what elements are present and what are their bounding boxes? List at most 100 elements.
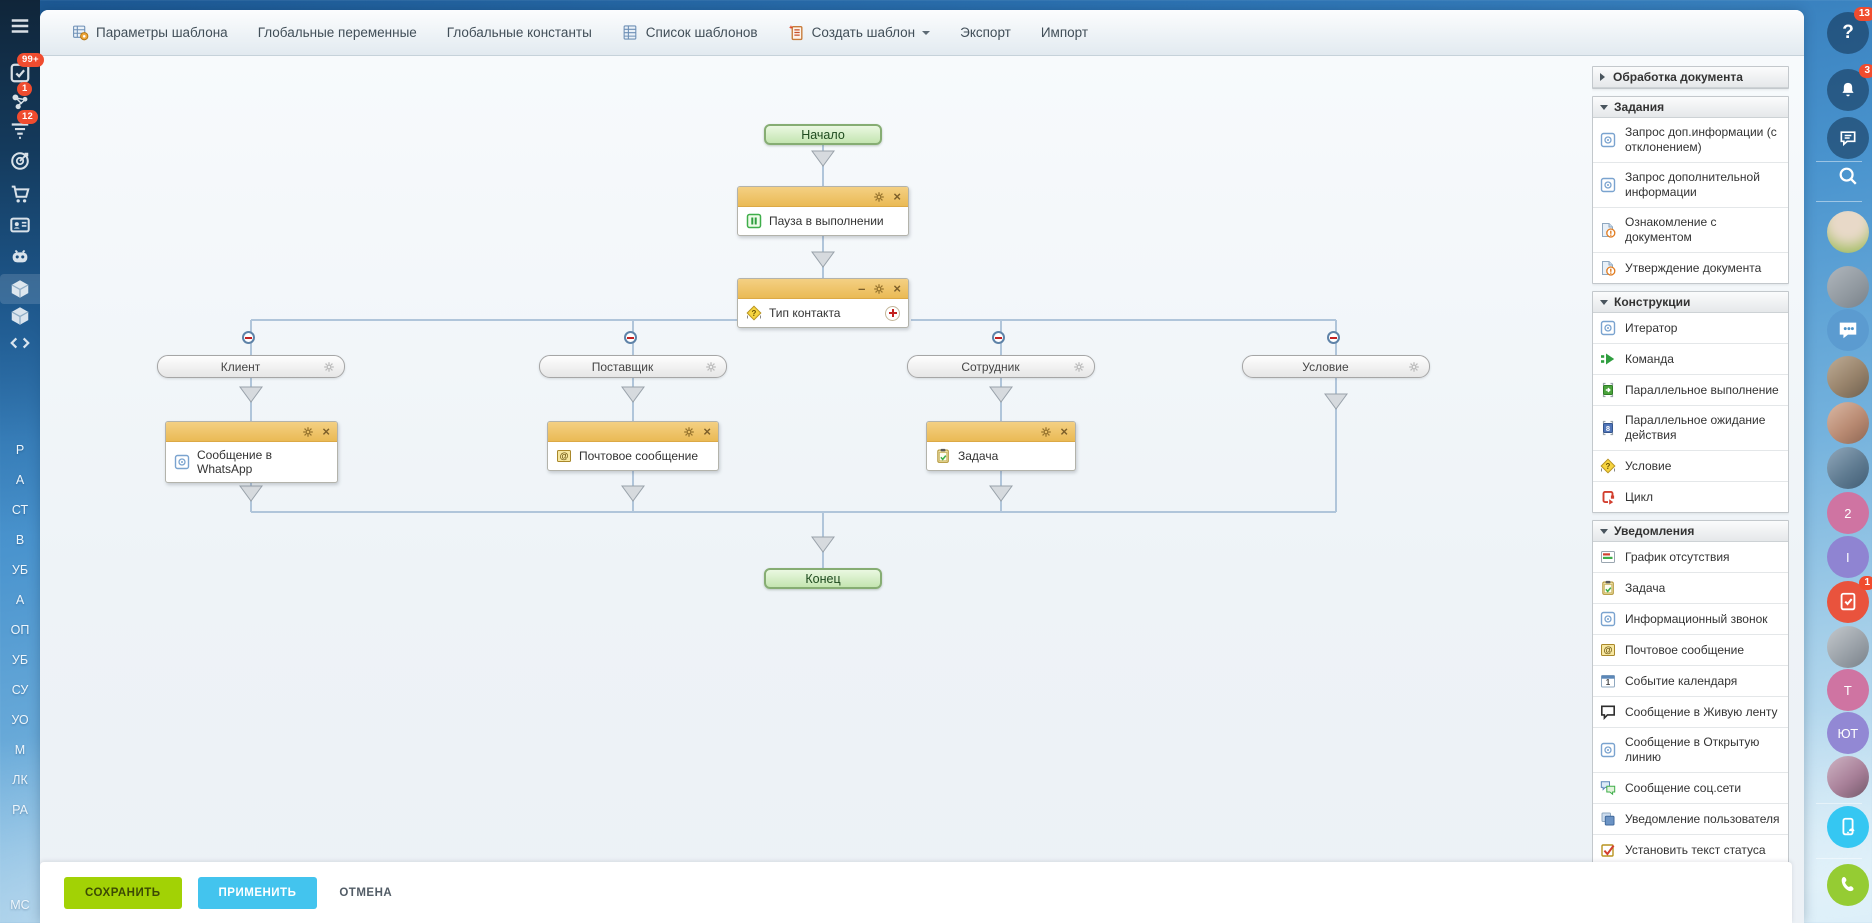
palette-item[interactable]: Задача [1593,573,1788,604]
sidebar-item-letter[interactable]: СТ [11,503,29,517]
palette-item[interactable]: Параллельное выполнение [1593,375,1788,406]
chat-avatar[interactable] [1826,402,1870,444]
palette-item[interactable]: Ознакомление с документом [1593,208,1788,253]
branch-box-3[interactable]: Сотрудник [907,355,1095,378]
chat-avatar[interactable] [1826,756,1870,798]
gear-icon[interactable] [873,283,885,295]
palette-item[interactable]: ?Условие [1593,451,1788,482]
close-icon[interactable]: × [893,281,901,296]
sidebar-item-letter[interactable]: УБ [11,563,29,577]
help-button[interactable]: ?13 [1826,7,1872,54]
toolbar-item-6[interactable]: Экспорт [960,25,1011,40]
gear-icon[interactable] [323,361,335,373]
mobile-app-button[interactable] [1826,806,1870,848]
palette-section-header[interactable]: Задания [1593,97,1788,118]
apply-button[interactable]: ПРИМЕНИТЬ [197,876,318,909]
sidebar-item-network[interactable]: 1 [0,82,40,113]
palette-section-header[interactable]: Уведомления [1593,521,1788,542]
sidebar-item-letter[interactable]: УБ [11,653,29,667]
palette-item[interactable]: @Почтовое сообщение [1593,635,1788,666]
branch-collapse-button[interactable] [1327,331,1340,344]
palette-item[interactable]: Запрос дополнительной информации [1593,163,1788,208]
gear-icon[interactable] [1073,361,1085,373]
sidebar-item-target[interactable] [0,150,40,172]
sidebar-item-letter[interactable]: М [14,743,26,757]
chat-avatar-initials[interactable]: T [1826,669,1870,711]
toolbar-item-7[interactable]: Импорт [1041,25,1088,40]
sidebar-item-cube[interactable] [0,274,40,304]
chat-avatar[interactable] [1826,447,1870,489]
sidebar-item-cart[interactable] [0,183,40,205]
branch-box-1[interactable]: Клиент [157,355,345,378]
palette-item[interactable]: Цикл [1593,482,1788,512]
gear-icon[interactable] [1408,361,1420,373]
flow-node-task[interactable]: ×Задача [926,421,1076,471]
sidebar-item-robot[interactable] [0,245,40,267]
sidebar-item-code[interactable] [0,332,40,354]
search-button[interactable] [1826,165,1870,187]
palette-item[interactable]: Сообщение соц.сети [1593,773,1788,804]
sidebar-item-cube[interactable] [0,305,40,327]
sidebar-item-letter[interactable]: А [15,593,25,607]
sidebar-item-letter[interactable]: УО [11,713,29,727]
chat-avatar-initials[interactable]: ЮТ [1826,712,1870,754]
gear-icon[interactable] [873,191,885,203]
call-button[interactable] [1826,864,1870,906]
close-icon[interactable]: × [703,424,711,439]
sidebar-item-letter[interactable]: МС [10,898,30,912]
sidebar-item-letter[interactable]: А [15,473,25,487]
sidebar-item-letter[interactable]: ОП [10,623,30,637]
chat-avatar-initials[interactable]: 2 [1826,492,1870,534]
palette-item[interactable]: График отсутствия [1593,542,1788,573]
close-icon[interactable]: × [893,189,901,204]
flow-node-condition[interactable]: –×?Тип контакта [737,278,909,328]
palette-item[interactable]: Уведомление пользователя [1593,804,1788,835]
tasks-chat-button[interactable]: 1 [1826,576,1872,623]
cancel-button[interactable]: ОТМЕНА [333,877,398,909]
chat-avatar[interactable] [1826,626,1870,668]
sidebar-item-feed[interactable]: 12 [0,110,40,141]
chat-avatar[interactable] [1826,356,1870,398]
sidebar-item-letter[interactable]: ЛК [12,773,28,787]
group-chat-button[interactable] [1826,309,1870,351]
gear-icon[interactable] [1040,426,1052,438]
toolbar-item-5[interactable]: Создать шаблон [788,24,931,41]
sidebar-item-letter[interactable]: Р [15,443,25,457]
sidebar-item-idcard[interactable] [0,214,40,236]
chat-avatar[interactable] [1826,211,1870,253]
close-icon[interactable]: × [1060,424,1068,439]
branch-collapse-button[interactable] [624,331,637,344]
notifications-button[interactable]: 3 [1826,64,1872,111]
sidebar-item-letter[interactable]: РА [12,803,28,817]
palette-item[interactable]: Сообщение в Живую ленту [1593,697,1788,728]
palette-item[interactable]: Информационный звонок [1593,604,1788,635]
sidebar-item-letter[interactable]: В [15,533,25,547]
gear-icon[interactable] [302,426,314,438]
close-icon[interactable]: × [322,424,330,439]
sidebar-item-tasks[interactable]: 99+ [0,53,44,84]
flow-end-node[interactable]: Конец [764,568,882,589]
chat-avatar-initials[interactable]: I [1826,536,1870,578]
messenger-button[interactable] [1826,117,1870,159]
add-branch-button[interactable] [885,305,900,321]
palette-item[interactable]: Утверждение документа [1593,253,1788,283]
branch-box-4[interactable]: Условие [1242,355,1430,378]
palette-section-header[interactable]: Обработка документа [1593,67,1788,88]
flow-node-pause[interactable]: ×Пауза в выполнении [737,186,909,236]
palette-item[interactable]: Сообщение в Открытую линию [1593,728,1788,773]
flow-node-whatsapp[interactable]: ×Сообщение в WhatsApp [165,421,338,483]
minimize-icon[interactable]: – [858,280,866,296]
branch-collapse-button[interactable] [992,331,1005,344]
toolbar-item-3[interactable]: Глобальные константы [447,25,592,40]
branch-box-2[interactable]: Поставщик [539,355,727,378]
toolbar-item-2[interactable]: Глобальные переменные [258,25,417,40]
palette-item[interactable]: Запрос доп.информации (с отклонением) [1593,118,1788,163]
gear-icon[interactable] [705,361,717,373]
chat-avatar[interactable] [1826,266,1870,308]
palette-item[interactable]: Итератор [1593,313,1788,344]
save-button[interactable]: СОХРАНИТЬ [64,876,182,909]
gear-icon[interactable] [683,426,695,438]
